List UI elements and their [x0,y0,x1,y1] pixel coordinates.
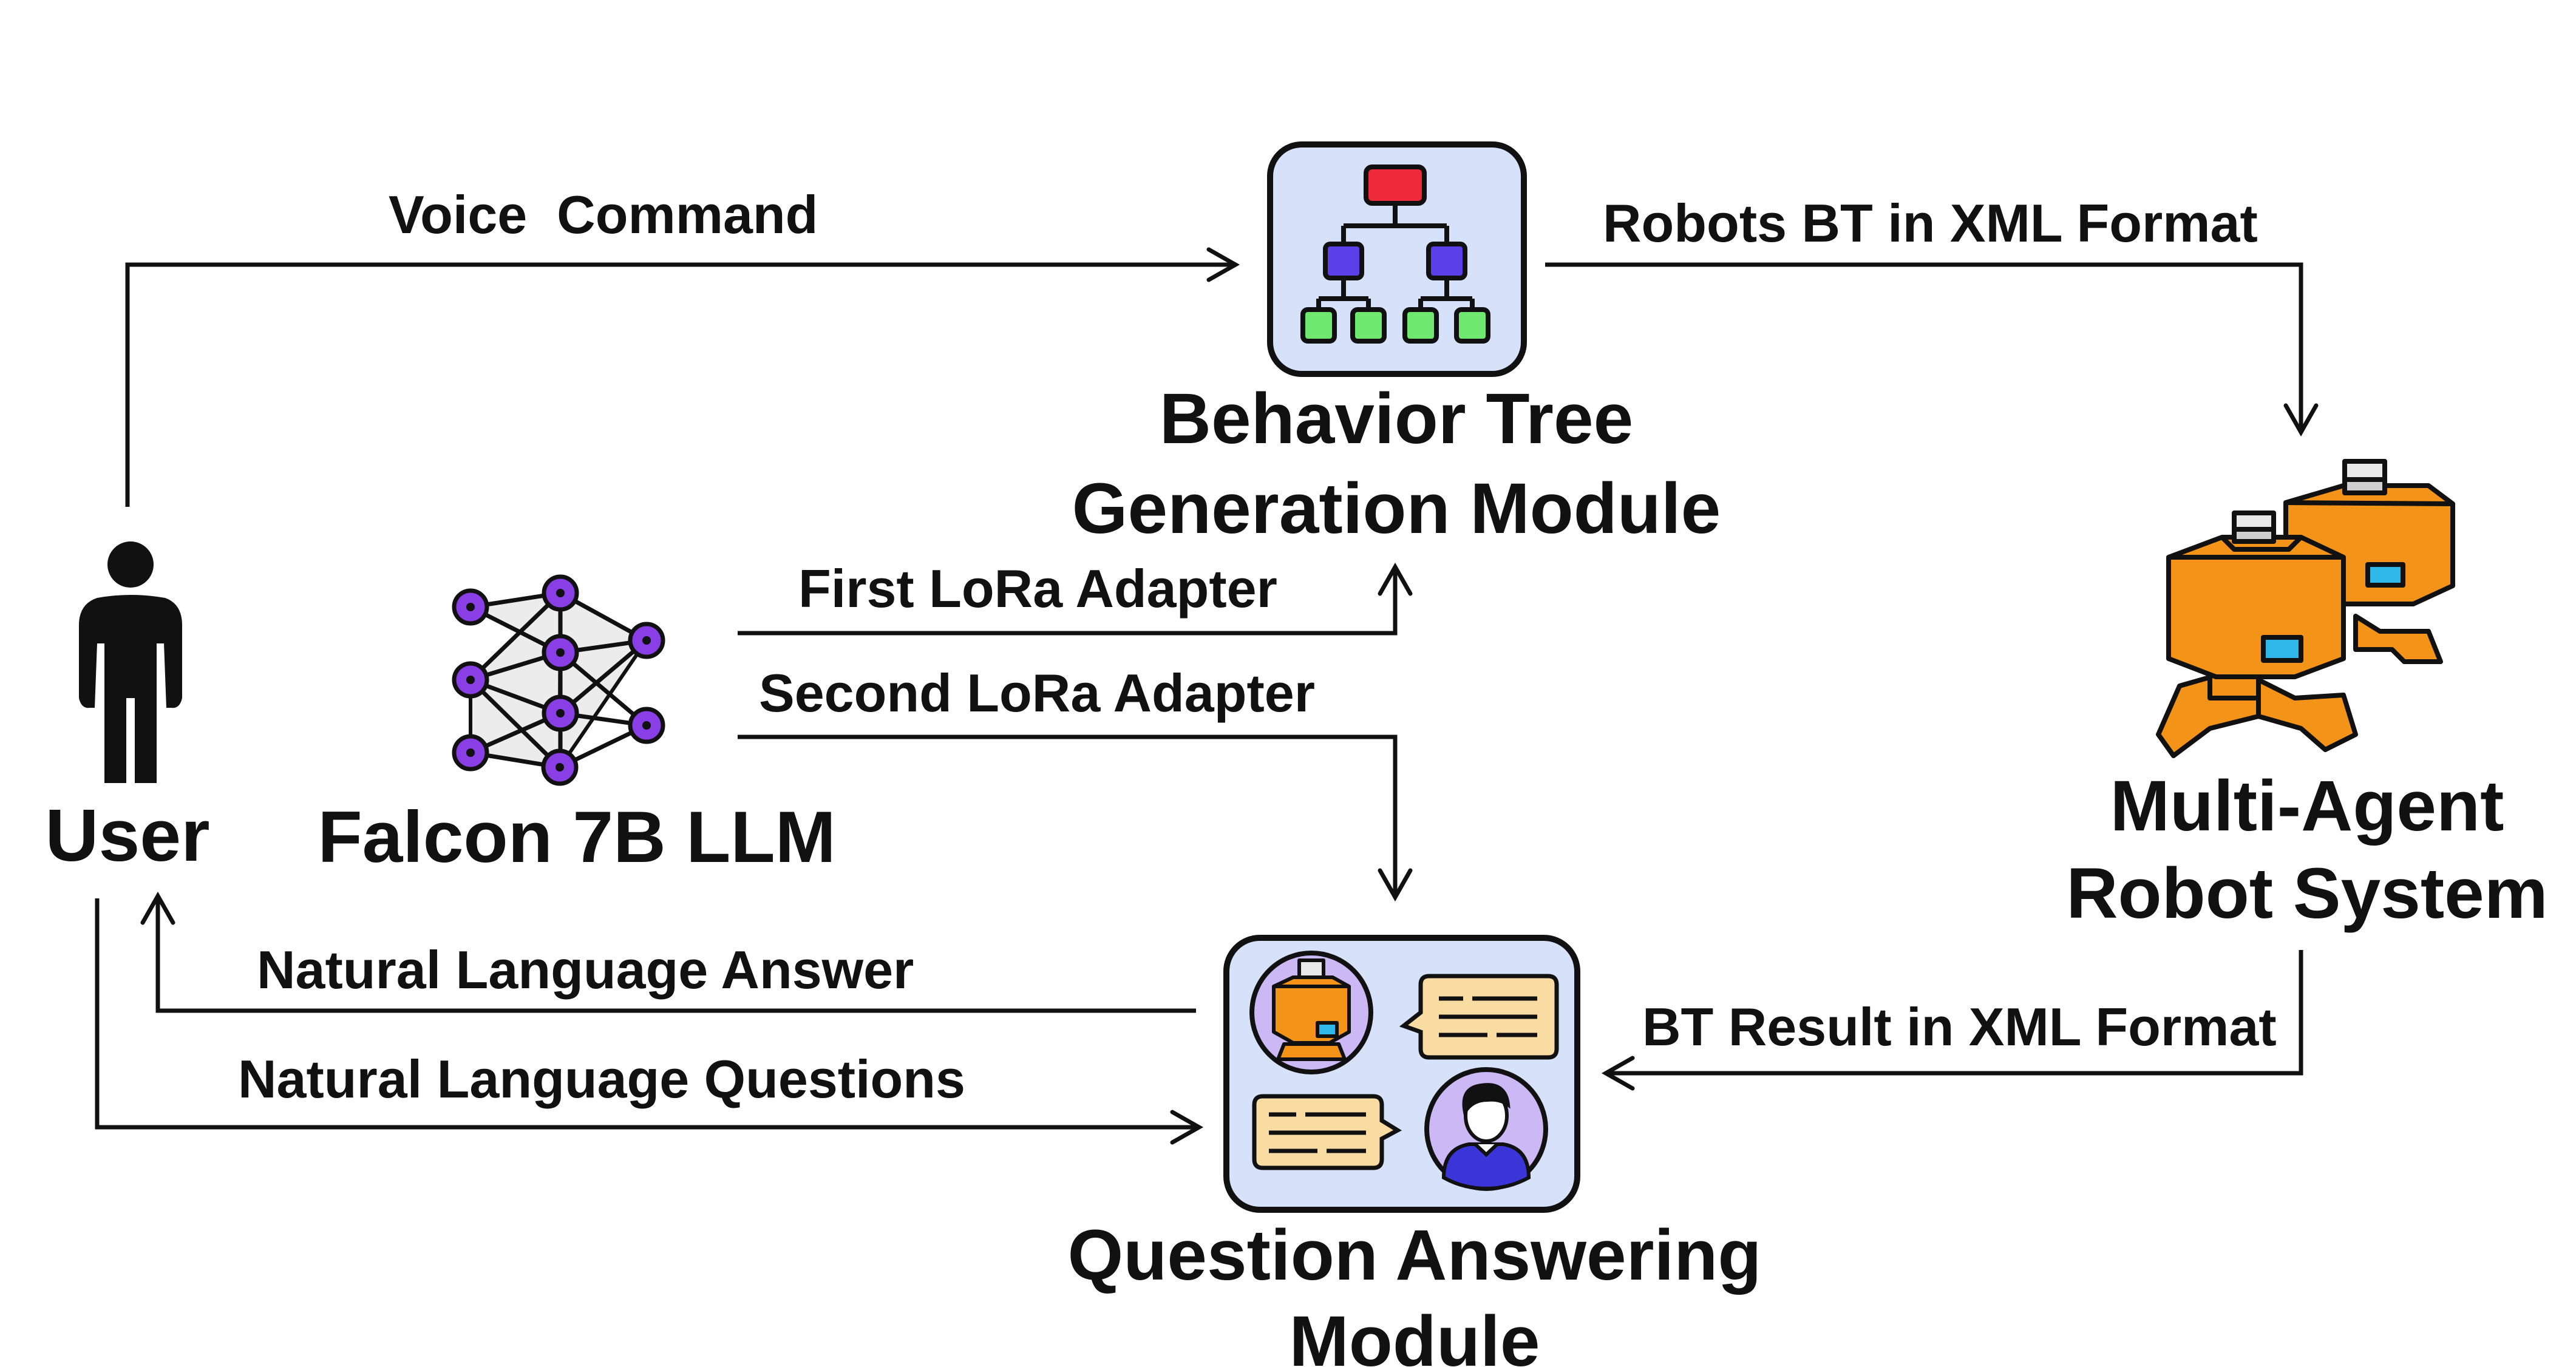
edge-robots-bt [1545,262,2319,437]
edge-label-robots-bt: Robots BT in XML Format [1603,193,2258,253]
bt-module-label-line1: Behavior Tree [1160,379,1633,459]
qa-module-label-line1: Question Answering [1068,1215,1762,1295]
edge-label-nl-questions: Natural Language Questions [238,1049,965,1109]
edge-label-nl-answer: Natural Language Answer [257,940,914,1000]
chat-robot-person-icon [1223,935,1580,1213]
edge-nl-questions [95,898,1204,1145]
user-silhouette-icon [79,541,182,783]
edge-voice-command [125,247,1240,507]
edge-second-lora [738,734,1413,902]
edge-first-lora [738,562,1413,636]
robots-label-line2: Robot System [2066,853,2547,934]
edge-nl-answer [140,891,1196,1013]
bt-module-label-line2: Generation Module [1072,469,1721,549]
qa-module-label-line2: Module [1290,1301,1540,1367]
user-label: User [45,794,209,877]
edge-label-voice-command: Voice Command [389,185,818,245]
neural-network-icon [452,574,665,786]
llm-label: Falcon 7B LLM [318,796,835,878]
edge-label-bt-result: BT Result in XML Format [1642,997,2277,1057]
robots-icon [2156,459,2455,758]
edge-bt-result [1601,950,2303,1091]
edge-label-first-lora: First LoRa Adapter [798,558,1277,619]
tree-hierarchy-icon [1267,141,1527,377]
robots-label-line1: Multi-Agent [2110,766,2504,846]
edge-label-second-lora: Second LoRa Adapter [759,663,1315,723]
